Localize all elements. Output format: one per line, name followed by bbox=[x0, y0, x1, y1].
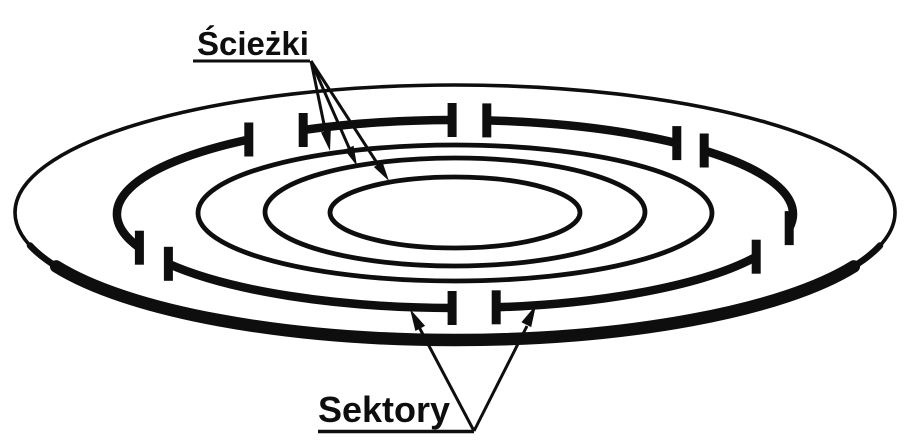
sector-tick-4b bbox=[298, 113, 308, 147]
sectors-arrow-1-shaft bbox=[417, 326, 476, 432]
sectors-arrow-1-head bbox=[410, 309, 426, 331]
tracks-arrow-2-head bbox=[344, 145, 357, 166]
sector-tick-2b bbox=[447, 291, 457, 325]
track-ring-3 bbox=[195, 142, 715, 284]
tracks-arrow-2-shaft bbox=[309, 60, 352, 151]
sector-tick-1a bbox=[784, 211, 794, 246]
sector-tick-3b bbox=[134, 230, 144, 265]
sector-tick-2a bbox=[491, 290, 501, 325]
sector-tick-5b bbox=[482, 103, 492, 138]
sectors-arrow-2-shaft bbox=[472, 325, 529, 432]
sector-arc-5 bbox=[486, 116, 678, 148]
sector-tick-1b bbox=[751, 239, 761, 274]
sector-tick-6b bbox=[699, 133, 709, 168]
track-ring-1 bbox=[327, 174, 583, 251]
sector-tick-6a bbox=[672, 126, 682, 161]
disk-platter bbox=[13, 83, 897, 347]
sector-arc-4 bbox=[302, 115, 453, 135]
track-ring-2 bbox=[262, 155, 648, 269]
tracks-arrow-3-head bbox=[373, 161, 389, 181]
tracks-arrow-1-shaft bbox=[309, 60, 328, 135]
tracks-callout: Ścieżki bbox=[193, 25, 389, 181]
sectored-track bbox=[112, 103, 798, 325]
sector-arc-2 bbox=[166, 259, 453, 313]
sector-tick-4a bbox=[244, 122, 254, 157]
tracks-label: Ścieżki bbox=[197, 25, 309, 62]
sectors-arrow-2-head bbox=[521, 305, 536, 328]
sector-tick-5a bbox=[447, 103, 457, 137]
sectors-label: Sektory bbox=[318, 389, 450, 430]
sectors-callout: Sektory bbox=[318, 305, 536, 434]
tracks-arrow-1-head bbox=[321, 130, 331, 151]
sector-arc-6 bbox=[702, 146, 798, 231]
tracks-arrow-3-shaft bbox=[309, 60, 381, 167]
sector-boundary-ticks bbox=[134, 103, 794, 325]
disk-rim bbox=[49, 260, 861, 347]
sector-tick-3a bbox=[163, 246, 173, 281]
sector-arc-1 bbox=[496, 252, 759, 312]
sector-arc-3 bbox=[112, 135, 250, 252]
